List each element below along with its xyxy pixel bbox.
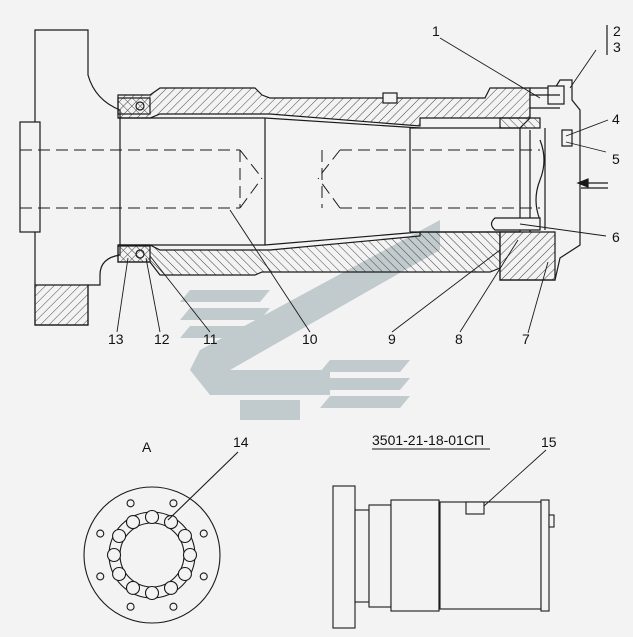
spline-pin <box>144 509 160 525</box>
housing-upper-wall <box>117 87 531 127</box>
view-a-label: А <box>142 439 152 455</box>
seal-upper <box>117 97 151 115</box>
seal-lower <box>117 245 151 263</box>
callout-10: 10 <box>302 331 318 347</box>
view-a-inner-bore <box>119 522 185 588</box>
spring-coil <box>535 139 545 221</box>
bolt-lower <box>490 217 541 231</box>
bolt-hole <box>169 602 178 611</box>
callout-7: 7 <box>522 331 530 347</box>
side-flange <box>332 485 356 629</box>
spline-pin <box>177 566 192 582</box>
callout-4: 4 <box>612 111 620 127</box>
leader-lines <box>116 37 609 334</box>
plug-top <box>382 92 398 104</box>
side-body-left <box>390 499 440 612</box>
flange-body <box>34 29 121 326</box>
side-end-ring <box>548 514 555 528</box>
callout-15: 15 <box>541 434 557 450</box>
bolt-hole <box>199 572 208 581</box>
spline-pin <box>177 528 192 544</box>
side-step <box>368 504 392 608</box>
callout-5: 5 <box>612 151 620 167</box>
callout-11: 11 <box>203 331 218 347</box>
bolt-hole <box>126 602 135 611</box>
spline-pin <box>182 547 198 563</box>
side-body-right <box>438 501 542 610</box>
main-section-view <box>19 25 608 326</box>
bolt-hole <box>96 529 105 538</box>
callout-8: 8 <box>455 331 463 347</box>
end-cover-hatch <box>499 231 556 281</box>
flange-hub <box>19 121 41 233</box>
side-view-assembly: 3501-21-18-01СП <box>332 432 555 629</box>
callout-2: 2 <box>613 23 621 39</box>
side-end-cap <box>540 499 550 612</box>
spline-pin <box>163 515 179 530</box>
side-plug <box>465 501 485 515</box>
callouts: 1 2 3 4 5 6 7 8 9 10 11 12 13 14 15 <box>108 23 621 450</box>
bolt-head-right <box>561 129 573 147</box>
callout-3: 3 <box>613 39 621 55</box>
callout-12: 12 <box>154 331 170 347</box>
flange-lower-hatch <box>34 284 89 326</box>
callout-6: 6 <box>612 229 620 245</box>
callout-14: 14 <box>233 434 249 450</box>
spline-pin <box>125 580 141 595</box>
view-arrow-a <box>576 178 608 189</box>
spline-pin <box>163 580 179 595</box>
bolt-hole <box>199 529 208 538</box>
view-a-spline-pins <box>106 509 198 601</box>
callout-9: 9 <box>388 331 396 347</box>
spline-pin <box>144 585 160 601</box>
bolt-hole <box>96 572 105 581</box>
view-a-bolt-holes <box>96 499 208 611</box>
view-a: А <box>83 439 239 624</box>
callout-1: 1 <box>432 23 440 39</box>
spline-pin <box>125 515 141 530</box>
assembly-code: 3501-21-18-01СП <box>372 432 484 448</box>
end-ring-top <box>499 117 541 129</box>
side-neck <box>354 509 370 603</box>
spline-pin <box>112 566 127 582</box>
bolt-hole <box>169 499 178 508</box>
spline-pin <box>112 528 127 544</box>
bolt-hole <box>126 499 135 508</box>
housing-lower-wall <box>117 231 501 276</box>
callout-13: 13 <box>108 331 124 347</box>
spline-pin <box>106 547 122 563</box>
